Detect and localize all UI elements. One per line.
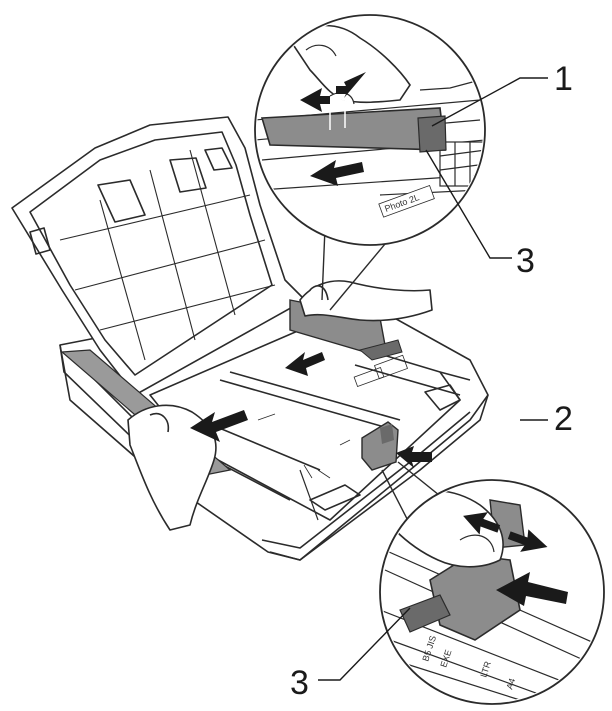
arrow-push-tray <box>190 410 248 442</box>
arrow-slide-guide-down <box>285 352 325 376</box>
top-zoom-detail: Photo 2L <box>254 14 486 311</box>
arrow-squeeze-guide <box>396 446 432 468</box>
direction-arrows-main <box>190 352 432 468</box>
tray-markings <box>257 354 409 479</box>
callout-2: 2 <box>554 400 573 438</box>
arrow-squeeze-in-left <box>463 512 501 535</box>
bottom-zoom-detail: B5 JIS EXE LTR A4 <box>379 461 605 705</box>
label-ltr: LTR <box>478 660 493 679</box>
label-a4: A4 <box>504 677 517 691</box>
hands <box>127 280 433 531</box>
output-paper-tray-cover <box>11 116 306 396</box>
arrow-slide-left <box>310 160 364 186</box>
callout-3-top: 3 <box>516 242 535 280</box>
callout-3-bottom: 3 <box>290 664 309 702</box>
paper-width-guide <box>361 421 399 471</box>
arrow-pinch-right <box>336 72 366 98</box>
callout-leaders <box>318 77 548 681</box>
arrow-pinch-left <box>300 88 330 112</box>
callout-numbers: 1 3 2 3 <box>290 60 573 702</box>
callout-1: 1 <box>554 60 573 98</box>
arrow-slide-right <box>496 572 568 606</box>
arrow-squeeze-in-right <box>507 529 548 552</box>
